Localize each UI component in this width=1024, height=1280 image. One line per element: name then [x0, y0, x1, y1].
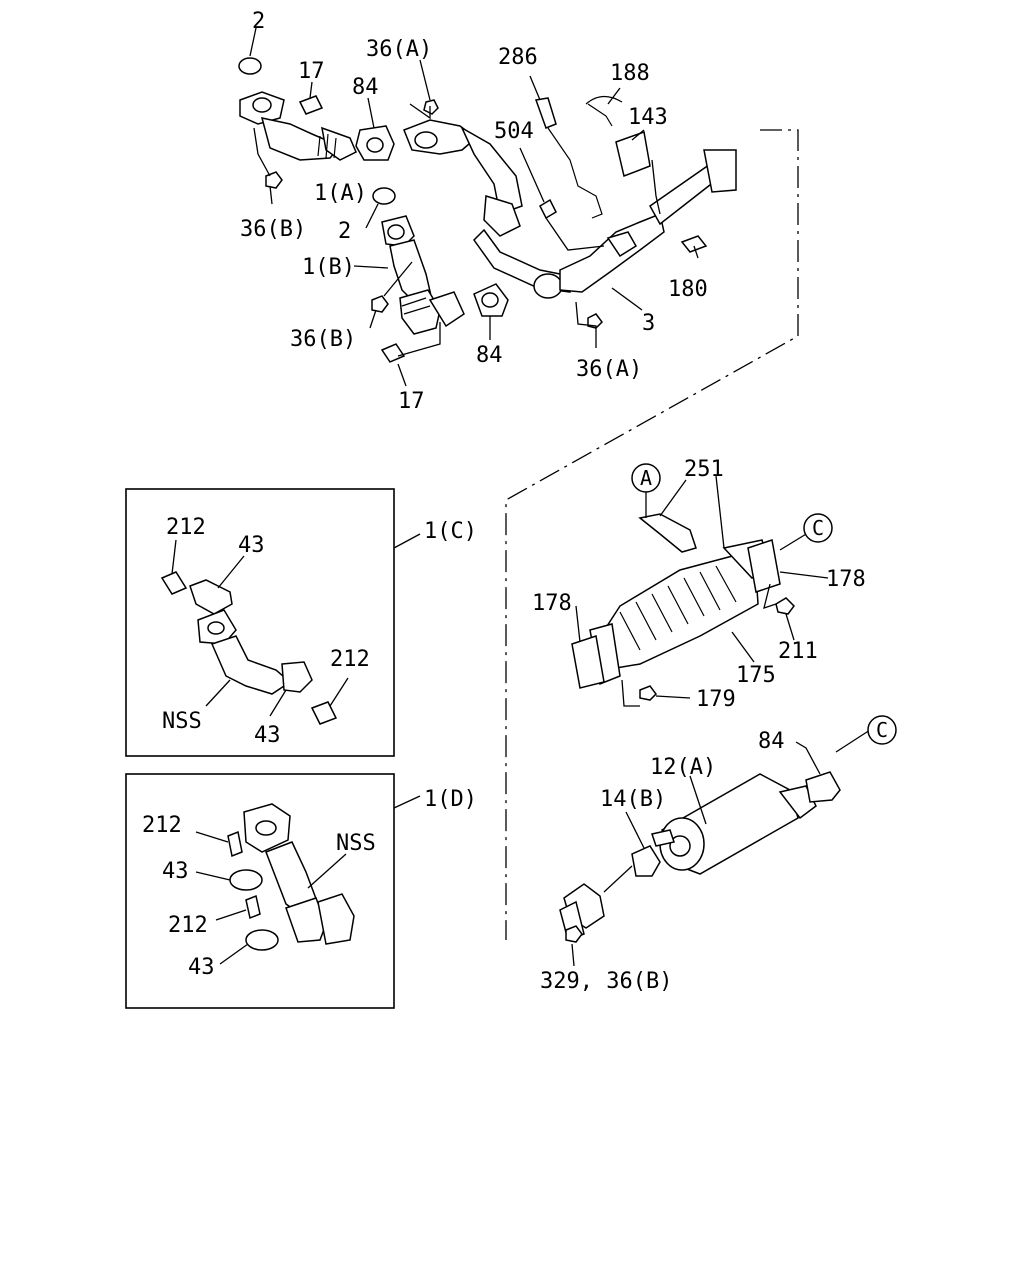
part-84-gasket-muffler [805, 771, 841, 803]
part-178-gasket-left [571, 635, 605, 689]
part-212-bolt-1D-lower [245, 894, 261, 920]
label-17: 17 [298, 59, 325, 84]
part-188-clip [585, 95, 623, 127]
label-43-lower: 43 [254, 723, 281, 748]
label-84-lower: 84 [476, 343, 503, 368]
part-1B-front-pipe [381, 215, 465, 335]
detail-box-1D [125, 773, 395, 1009]
label-43-1D: 43 [162, 859, 189, 884]
section-chain-line [505, 129, 799, 940]
part-212-bolt-lower [310, 701, 338, 725]
part-251-bracket [638, 513, 697, 553]
label-180: 180 [668, 277, 708, 302]
label-14B: 14(B) [600, 787, 666, 812]
ref-C-text-lower: C [876, 718, 888, 742]
ref-circle-C-lower [867, 715, 897, 745]
part-180-bolt [680, 235, 708, 253]
part-2-cap-lower [372, 187, 396, 205]
label-211: 211 [778, 639, 818, 664]
part-212-bolt [160, 571, 188, 595]
label-251: 251 [684, 457, 724, 482]
label-178-right: 178 [826, 567, 866, 592]
part-36B-nut-lower [371, 295, 389, 313]
label-329-36B: 329, 36(B) [540, 969, 672, 994]
label-17-lower: 17 [398, 389, 425, 414]
label-84: 84 [352, 75, 379, 100]
label-212-1D-lower: 212 [168, 913, 208, 938]
label-3: 3 [642, 311, 655, 336]
label-178: 178 [532, 591, 572, 616]
part-179-nut [639, 685, 657, 701]
part-329-nut [565, 925, 583, 943]
part-17-bolt [298, 95, 324, 115]
label-286: 286 [498, 45, 538, 70]
label-143: 143 [628, 105, 668, 130]
part-143-bracket [615, 130, 651, 178]
ref-circle-A [631, 463, 661, 493]
part-36A-nut [423, 99, 439, 115]
label-212-lower: 212 [330, 647, 370, 672]
label-175: 175 [736, 663, 776, 688]
label-1D: 1(D) [424, 787, 477, 812]
ref-A-text: A [640, 466, 652, 490]
label-36A-lower: 36(A) [576, 357, 642, 382]
label-212-1D: 212 [142, 813, 182, 838]
label-36B-lower: 36(B) [290, 327, 356, 352]
label-1B: 1(B) [302, 255, 355, 280]
part-178-gasket-right [747, 539, 781, 593]
label-188: 188 [610, 61, 650, 86]
part-43-clamp-1D-lower [245, 929, 279, 951]
part-17-bolt-lower [380, 343, 406, 363]
label-2-lower: 2 [338, 219, 351, 244]
label-43: 43 [238, 533, 265, 558]
label-NSS-1D: NSS [336, 831, 376, 856]
label-1C: 1(C) [424, 519, 477, 544]
label-36A: 36(A) [366, 37, 432, 62]
label-212: 212 [166, 515, 206, 540]
label-2: 2 [252, 9, 265, 34]
label-1A: 1(A) [314, 181, 367, 206]
label-12A: 12(A) [650, 755, 716, 780]
part-212-bolt-1D [227, 830, 243, 858]
ref-C-text-upper: C [812, 516, 824, 540]
ref-circle-C-upper [803, 513, 833, 543]
part-211-nut [775, 597, 795, 615]
part-43-clamp-1D [229, 869, 263, 891]
part-286-sensor [534, 97, 603, 219]
part-1C-pipe [189, 579, 313, 695]
part-12A-muffler [651, 773, 817, 875]
label-84-muffler: 84 [758, 729, 785, 754]
part-504-bolt [539, 198, 557, 220]
label-504: 504 [494, 119, 534, 144]
label-179: 179 [696, 687, 736, 712]
label-36B: 36(B) [240, 217, 306, 242]
part-3-y-pipe [403, 119, 737, 299]
part-1A-front-pipe [239, 91, 357, 161]
detail-box-1C [125, 488, 395, 757]
part-2-cap [238, 57, 262, 75]
label-NSS: NSS [162, 709, 202, 734]
part-1D-pipe [243, 803, 355, 945]
label-43-1D-lower: 43 [188, 955, 215, 980]
part-14B-gasket [631, 845, 661, 877]
